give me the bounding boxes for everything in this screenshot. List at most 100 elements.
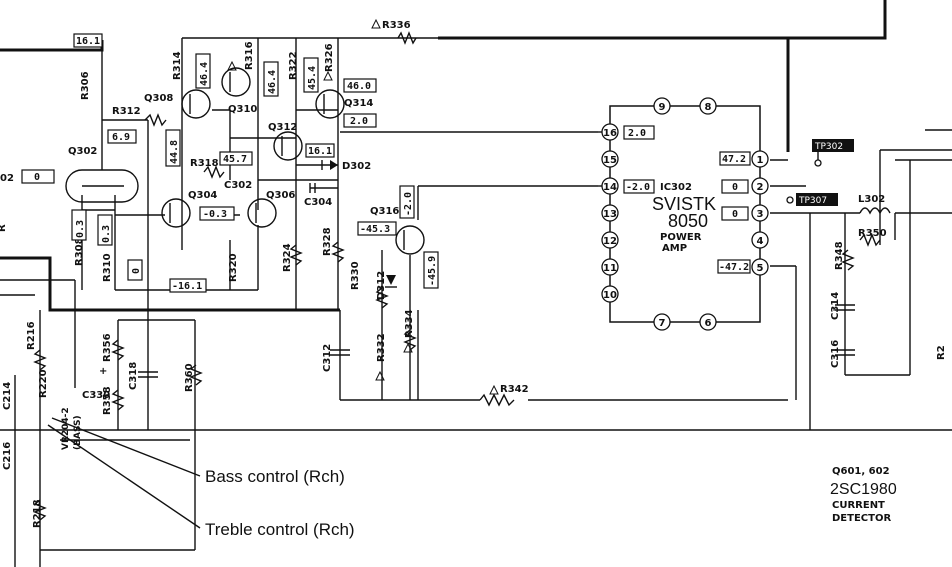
ic-pin-9: [653, 97, 671, 115]
svg-text:16: 16: [603, 128, 617, 139]
label-q308: Q308: [144, 93, 173, 104]
label-r306: R306: [80, 71, 91, 100]
ic-function-2: AMP: [662, 243, 687, 254]
resistor-symbols: [33, 31, 881, 521]
ic-part-name: SVISTK: [652, 194, 716, 214]
label-r330: R330: [350, 261, 361, 290]
label-q310: Q310: [228, 104, 257, 115]
ic-ref: IC302: [660, 182, 692, 193]
label-edge-r2: R2: [936, 345, 947, 360]
transistor-symbols: [65, 67, 425, 255]
ic-pin3-voltage: 0: [732, 209, 738, 220]
note-function-1: CURRENT: [832, 500, 885, 511]
label-r310: R310: [102, 253, 113, 282]
ic-pin-5: [751, 258, 769, 276]
tp307-badge: [796, 193, 838, 206]
ic-pin16-voltage: 2.0: [628, 128, 646, 139]
svg-text:14: 14: [603, 182, 617, 193]
label-q306: Q306: [266, 190, 295, 201]
label-c316: C316: [830, 340, 841, 368]
ic302-block: 16 15 14 13 12 11 10 9 8 7 6 1 2 3 4 5 I…: [598, 97, 769, 331]
label-vr204: VR204-2: [61, 407, 71, 450]
svg-text:5: 5: [757, 263, 764, 274]
ic-part-number: 8050: [668, 211, 708, 231]
ic-pin-15: [601, 150, 619, 168]
voltage-minus-16-1: -16.1: [172, 281, 202, 292]
voltage-46-0: 46.0: [347, 81, 371, 92]
label-r322: R322: [288, 51, 299, 80]
ic-pin2-voltage: 0: [732, 182, 738, 193]
svg-text:6: 6: [705, 318, 712, 329]
label-r336: R336: [382, 20, 411, 31]
label-vr-bass: (BASS): [73, 415, 83, 450]
label-r312: R312: [112, 106, 141, 117]
bass-control-label: Bass control (Rch): [205, 467, 345, 486]
voltage-6-9: 6.9: [112, 132, 130, 143]
label-c314: C314: [830, 292, 841, 320]
ic-pin-8: [699, 97, 717, 115]
voltage-minus-0-3: -0.3: [203, 209, 227, 220]
ic-pin-1: [751, 150, 769, 168]
label-c214: C214: [2, 382, 13, 410]
label-r320: R320: [228, 253, 239, 282]
label-q314: Q314: [344, 98, 373, 109]
ic-function-1: POWER: [660, 232, 702, 243]
voltage-16-1b: 16.1: [308, 146, 332, 157]
label-r360: R360: [184, 363, 195, 392]
note-function-2: DETECTOR: [832, 513, 891, 524]
label-edge-q: 02: [0, 173, 14, 184]
ic-pin-12: [601, 231, 619, 249]
label-r328: R328: [322, 227, 333, 256]
ic-pin-3: [751, 204, 769, 222]
label-r334: R334: [404, 309, 415, 338]
label-r356: R356: [102, 333, 113, 362]
svg-text:9: 9: [659, 102, 666, 113]
capacitor-symbols: [138, 183, 855, 378]
component-labels: R336 R342 R312 R306 R314 R316 R322 R326 …: [0, 20, 947, 528]
voltage-0-3a: 0.3: [75, 220, 86, 238]
label-r326: R326: [324, 43, 335, 72]
label-c304: C304: [304, 197, 332, 208]
note-transistors: Q601, 602: [832, 466, 890, 477]
svg-text:7: 7: [659, 318, 666, 329]
voltage-46-4: 46.4: [199, 62, 210, 86]
svg-text:1: 1: [757, 155, 764, 166]
svg-text:10: 10: [603, 290, 617, 301]
label-l302: L302: [858, 194, 885, 205]
ic-pin-13: [601, 204, 619, 222]
ic-pin-4: [751, 231, 769, 249]
label-r308: R308: [74, 237, 85, 266]
voltage-44-8: 44.8: [169, 140, 180, 164]
label-c330: C330: [82, 390, 110, 401]
svg-text:2: 2: [757, 182, 764, 193]
test-points: TP302 TP307: [786, 139, 854, 206]
ic-pin1-voltage: 47.2: [722, 154, 746, 165]
label-c318: C318: [128, 362, 139, 390]
voltage-0b: 0: [131, 268, 142, 274]
label-r348: R348: [834, 241, 845, 270]
control-callouts: Bass control (Rch) Treble control (Rch): [47, 417, 355, 539]
svg-text:3: 3: [757, 209, 764, 220]
label-r324: R324: [282, 243, 293, 272]
note-part: 2SC1980: [830, 481, 897, 498]
treble-control-label: Treble control (Rch): [205, 520, 355, 539]
voltage-minus-45-9: -45.9: [427, 256, 438, 286]
svg-text:15: 15: [603, 155, 617, 166]
voltage-45-4: 45.4: [307, 66, 318, 90]
voltage-minus-2-0: -2.0: [403, 192, 414, 216]
label-r216: R216: [26, 321, 37, 350]
ic-pin-2: [751, 177, 769, 195]
label-r314: R314: [172, 51, 183, 80]
label-r220: R220: [38, 369, 49, 398]
diode-symbols: [321, 160, 397, 288]
voltage-readings: 16.1 6.9 0 0.3 0.3 0 44.8 46.4 46.4 45.4…: [21, 33, 439, 293]
voltage-0-3b: 0.3: [101, 225, 112, 243]
label-q312: Q312: [268, 122, 297, 133]
label-r316: R316: [244, 41, 255, 70]
ic-pin5-voltage: -47.2: [719, 262, 749, 273]
tp302-badge: [812, 139, 854, 152]
voltage-46-4b: 46.4: [267, 70, 278, 94]
ic-pin-16: [601, 123, 619, 141]
